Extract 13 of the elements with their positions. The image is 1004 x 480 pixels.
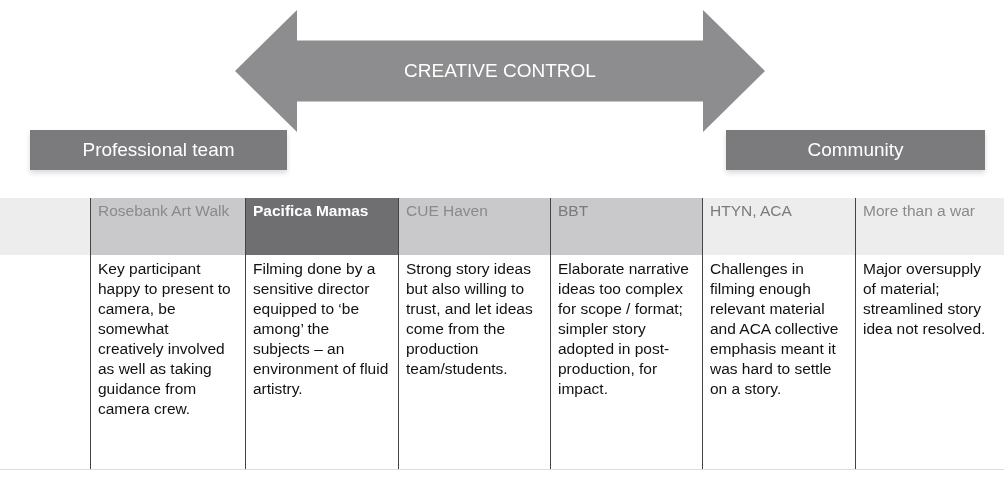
header-cell: BBT xyxy=(550,198,702,255)
header-cell: Pacifica Mamas xyxy=(245,198,398,255)
band-label: Community xyxy=(807,139,904,161)
header-cell: Rosebank Art Walk xyxy=(90,198,245,255)
table-cell-text: Filming done by a sensitive director equipped to ‘be among’ the subjects – an environment of fluid artistry. xyxy=(252,259,390,399)
header-cell: CUE Haven xyxy=(398,198,550,255)
table-cell-text: Major oversupply of material; streamlined story idea not resolved. xyxy=(862,259,987,339)
table-cell-text: Elaborate narrative ideas too complex for scope / format; simpler story adopted in post-production, for impact. xyxy=(557,259,690,399)
table-cell-text: Strong story ideas but also willing to trust, and let ideas come from the production team/students. xyxy=(405,259,534,379)
table-cell-text: Key participant happy to present to camera, be somewhat creatively involved as well as taking guidance from camera crew. xyxy=(97,259,232,419)
band-label: Professional team xyxy=(82,139,235,161)
table-cell-text: Challenges in filming enough relevant material and ACA collective emphasis meant it was hard to settle on a story. xyxy=(709,259,840,399)
arrow-label: CREATIVE CONTROL xyxy=(403,60,597,82)
